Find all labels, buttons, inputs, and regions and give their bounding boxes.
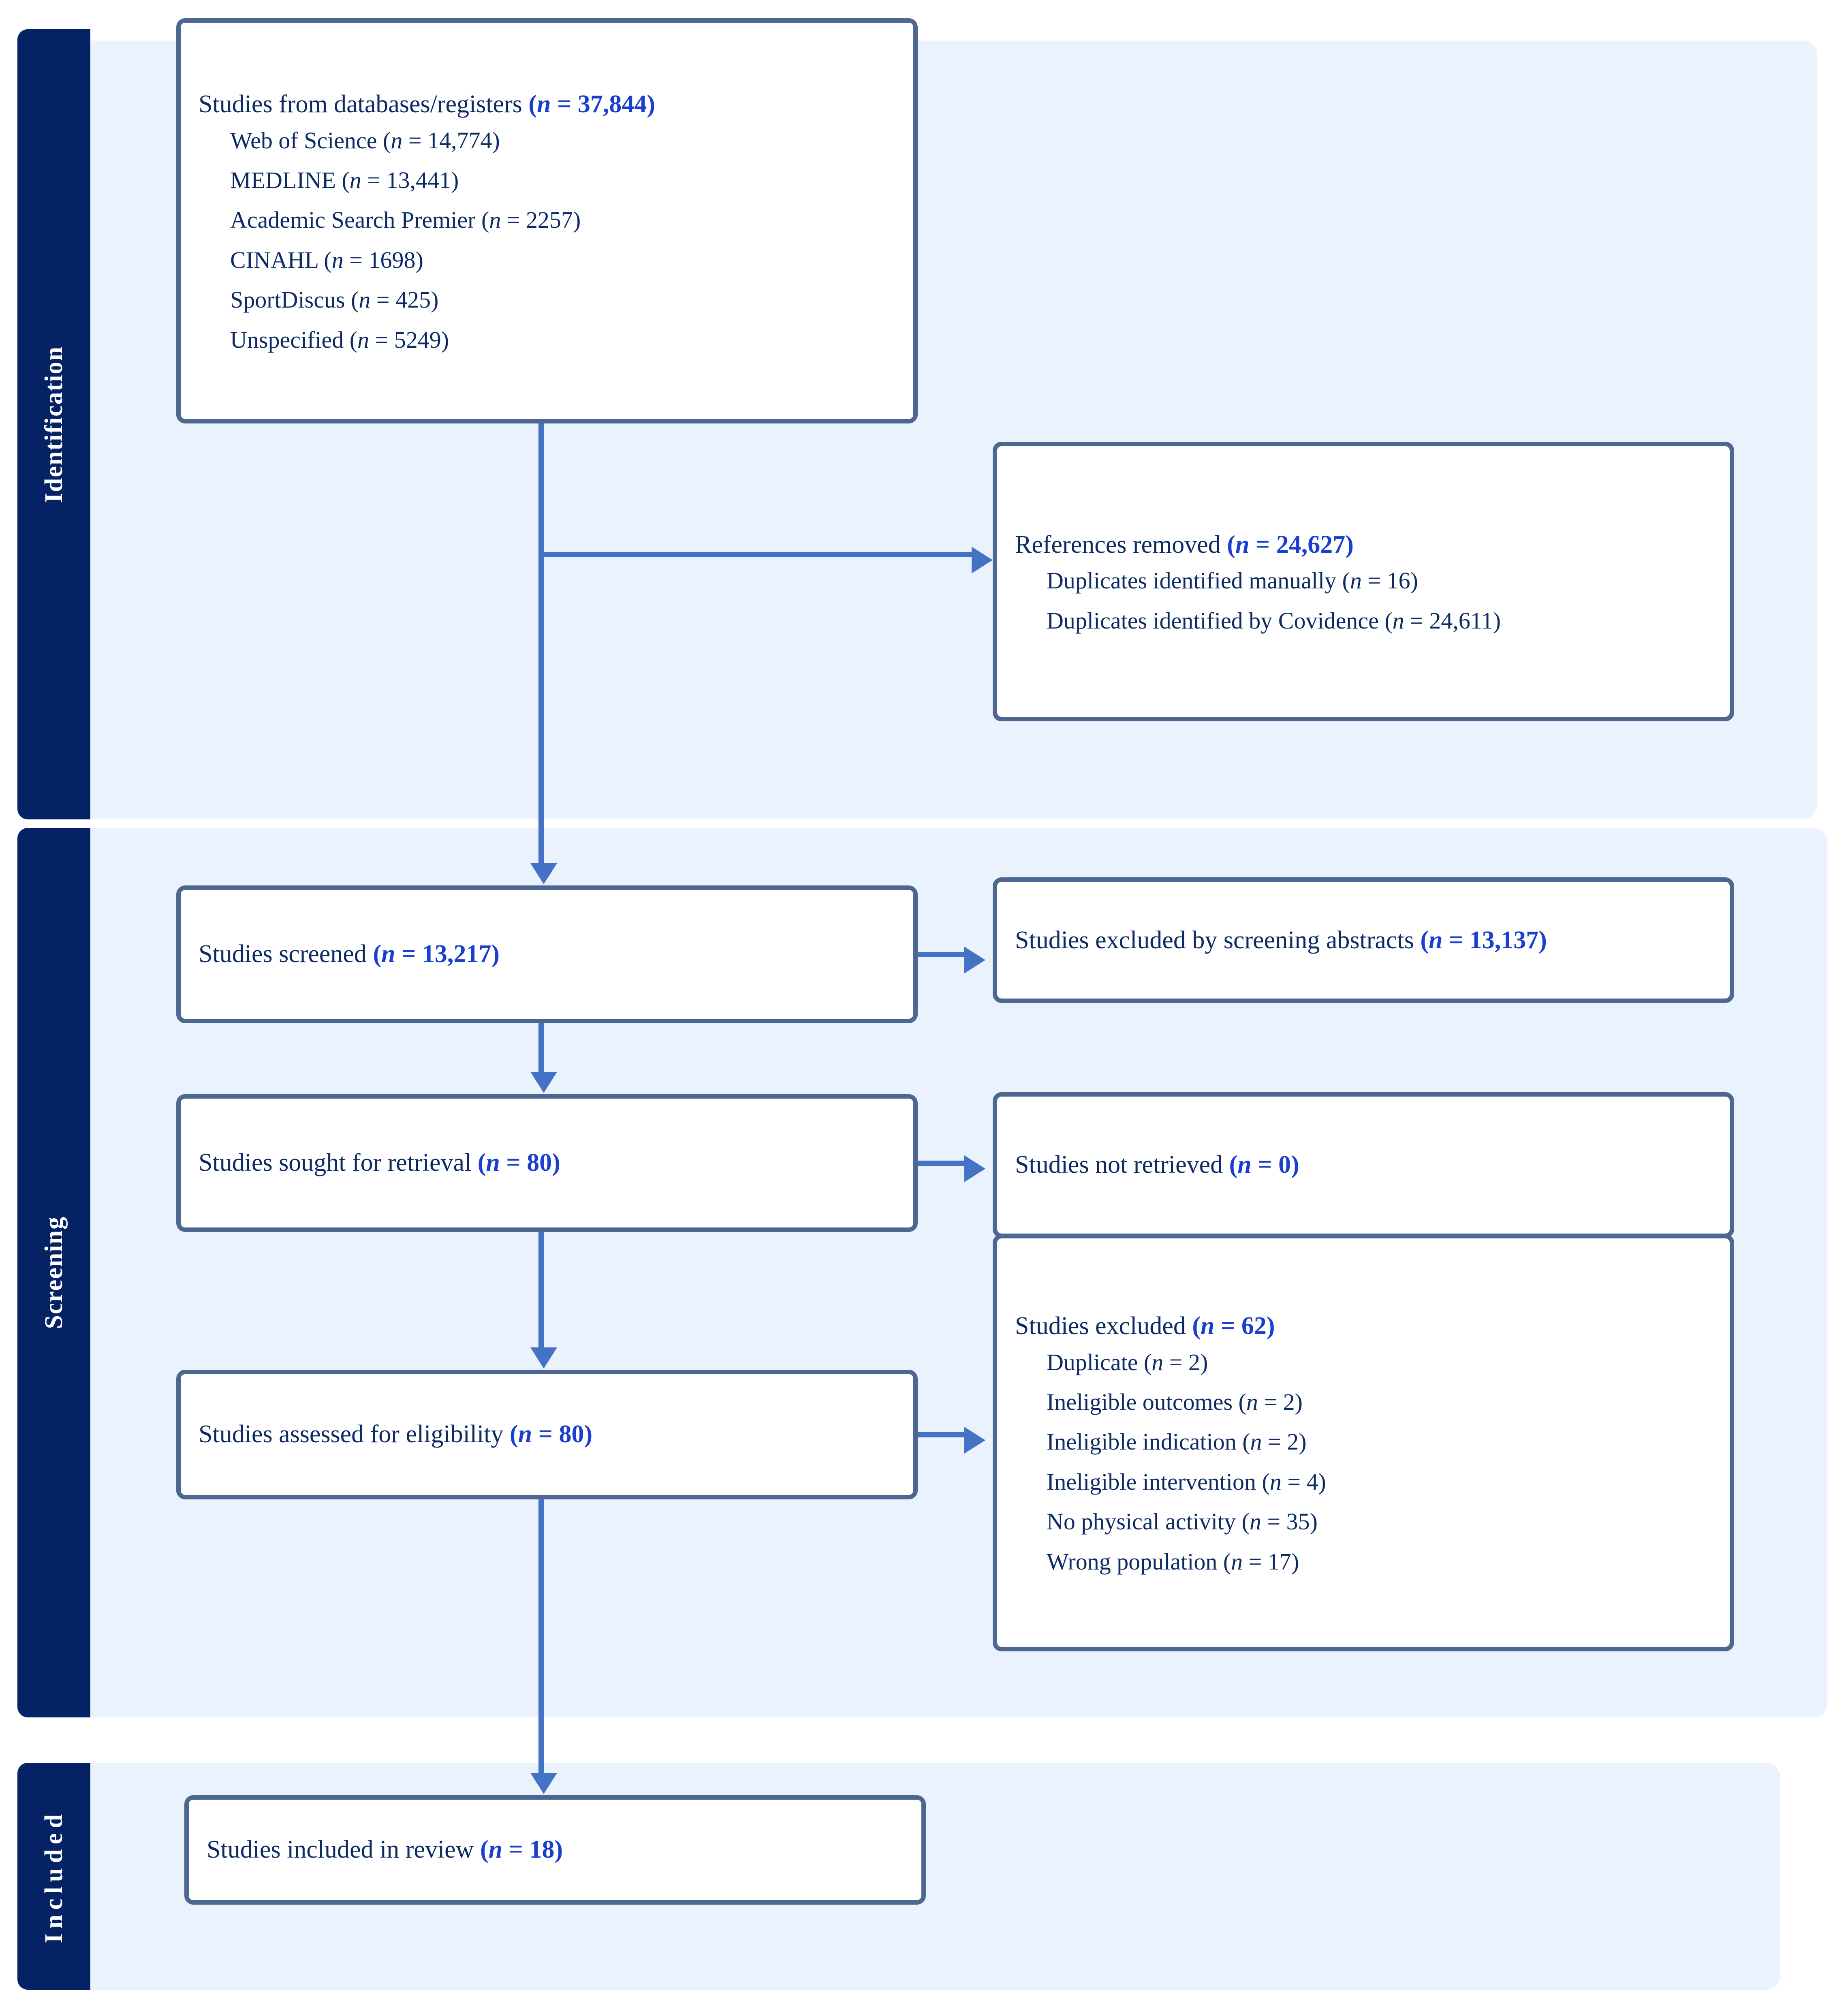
box-excluded-count: (n = 62) [1192, 1312, 1275, 1340]
list-item: Ineligible outcomes (n = 2) [1047, 1389, 1303, 1416]
box-references-removed: References removed (n = 24,627) Duplicat… [993, 442, 1734, 721]
list-item: Ineligible intervention (n = 4) [1047, 1468, 1326, 1495]
connector-eligibility-to-excluded [918, 1432, 966, 1437]
arrowhead-down-to-sought [530, 1072, 557, 1093]
arrowhead-right-to-excluded-abstracts [964, 947, 985, 973]
box-sought-headline-text: Studies sought for retrieval [199, 1149, 478, 1177]
box-removed-sublist: Duplicates identified manually (n = 16) … [1015, 567, 1712, 635]
list-item: CINAHL (n = 1698) [230, 246, 423, 273]
list-item: Duplicate (n = 2) [1047, 1349, 1208, 1375]
box-screened-headline: Studies screened (n = 13,217) [199, 938, 895, 971]
list-item: No physical activity (n = 35) [1047, 1508, 1318, 1535]
stage-label-screening: Screening [17, 828, 90, 1717]
box-sought-headline: Studies sought for retrieval (n = 80) [199, 1146, 895, 1180]
box-sought-count: (n = 80) [477, 1149, 560, 1177]
box-notretr-count: (n = 0) [1229, 1151, 1299, 1179]
box-excluded-headline: Studies excluded (n = 62) [1015, 1310, 1712, 1343]
box-excl-abs-headline-text: Studies excluded by screening abstracts [1015, 926, 1421, 954]
box-eligibility-headline-text: Studies assessed for eligibility [199, 1420, 510, 1448]
connector-screened-to-sought [538, 1023, 544, 1072]
box-studies-assessed-for-eligibility: Studies assessed for eligibility (n = 80… [176, 1370, 918, 1499]
stage-label-identification: Identification [17, 29, 90, 819]
box-removed-headline: References removed (n = 24,627) [1015, 528, 1712, 562]
arrowhead-down-to-eligibility [530, 1347, 557, 1368]
box-removed-headline-text: References removed [1015, 530, 1227, 558]
list-item: MEDLINE (n = 13,441) [230, 167, 459, 194]
box-databases-headline-text: Studies from databases/registers [199, 90, 529, 118]
box-screened-headline-text: Studies screened [199, 940, 373, 968]
box-excl-abs-headline: Studies excluded by screening abstracts … [1015, 921, 1712, 960]
list-item: Duplicates identified manually (n = 16) [1047, 567, 1418, 594]
arrowhead-right-to-excluded [964, 1427, 985, 1454]
box-databases-count: (n = 37,844) [528, 90, 656, 118]
stage-label-screening-text: Screening [40, 1216, 68, 1329]
box-studies-sought-for-retrieval: Studies sought for retrieval (n = 80) [176, 1094, 918, 1232]
box-notretr-headline-text: Studies not retrieved [1015, 1151, 1229, 1179]
box-screened-count: (n = 13,217) [373, 940, 500, 968]
connector-databases-to-removed [538, 552, 974, 557]
stage-label-included: Included [17, 1763, 90, 1990]
list-item: Wrong population (n = 17) [1047, 1548, 1299, 1575]
list-item: Ineligible indication (n = 2) [1047, 1428, 1307, 1455]
box-eligibility-count: (n = 80) [510, 1420, 593, 1448]
arrowhead-right-to-not-retrieved [964, 1155, 985, 1182]
box-studies-from-databases: Studies from databases/registers (n = 37… [176, 18, 918, 423]
stage-label-identification-text: Identification [40, 346, 68, 503]
list-item: Unspecified (n = 5249) [230, 326, 449, 353]
box-databases-sublist: Web of Science (n = 14,774) MEDLINE (n =… [199, 127, 895, 354]
list-item: SportDiscus (n = 425) [230, 287, 439, 313]
list-item: Web of Science (n = 14,774) [230, 127, 500, 154]
box-studies-included-in-review: Studies included in review (n = 18) [184, 1795, 926, 1905]
box-included-count: (n = 18) [480, 1836, 563, 1864]
box-excluded-sublist: Duplicate (n = 2) Ineligible outcomes (n… [1015, 1349, 1712, 1576]
arrowhead-right-to-removed [972, 547, 993, 573]
connector-screened-to-excluded-abstracts [918, 952, 966, 957]
list-item: Duplicates identified by Covidence (n = … [1047, 607, 1501, 634]
connector-sought-to-not-retrieved [918, 1161, 966, 1166]
box-excl-abs-count: (n = 13,137) [1420, 926, 1547, 954]
box-removed-count: (n = 24,627) [1227, 530, 1354, 558]
box-studies-not-retrieved: Studies not retrieved (n = 0) [993, 1092, 1734, 1238]
box-databases-headline: Studies from databases/registers (n = 37… [199, 88, 895, 121]
connector-databases-to-screened [538, 423, 544, 865]
box-notretr-headline: Studies not retrieved (n = 0) [1015, 1148, 1712, 1182]
box-included-headline: Studies included in review (n = 18) [207, 1833, 904, 1867]
box-eligibility-headline: Studies assessed for eligibility (n = 80… [199, 1418, 895, 1451]
list-item: Academic Search Premier (n = 2257) [230, 207, 581, 233]
stage-label-included-text: Included [40, 1809, 68, 1944]
box-studies-excluded: Studies excluded (n = 62) Duplicate (n =… [993, 1234, 1734, 1651]
box-included-headline-text: Studies included in review [207, 1836, 480, 1864]
box-studies-excluded-by-abstracts: Studies excluded by screening abstracts … [993, 877, 1734, 1003]
box-studies-screened: Studies screened (n = 13,217) [176, 885, 918, 1023]
arrowhead-down-to-included [530, 1773, 557, 1794]
connector-sought-to-eligibility [538, 1232, 544, 1349]
arrowhead-down-to-screened [530, 863, 557, 884]
box-excluded-headline-text: Studies excluded [1015, 1312, 1192, 1340]
connector-eligibility-to-included [538, 1499, 544, 1775]
